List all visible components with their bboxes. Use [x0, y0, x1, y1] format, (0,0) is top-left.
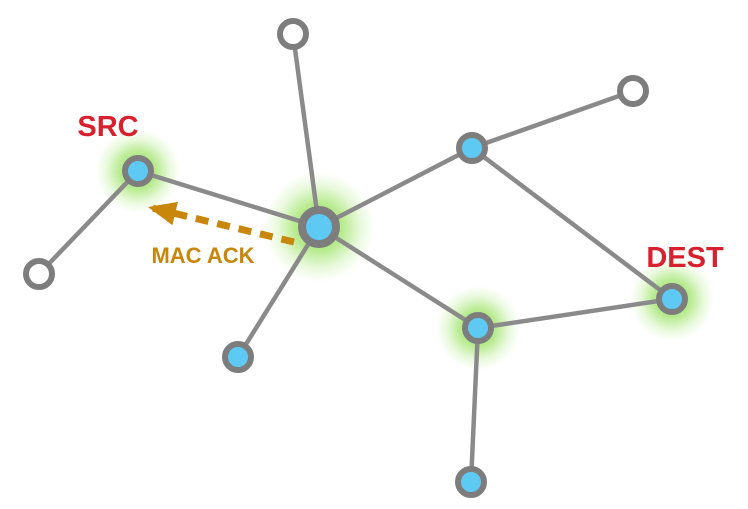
edge-src-west	[36, 168, 141, 277]
node-dest	[656, 283, 688, 315]
edge-hub-src	[135, 168, 322, 230]
edge-north-hub	[290, 31, 322, 230]
edge-northeast-far-northeast	[469, 88, 636, 151]
src-label: SRC	[77, 111, 138, 143]
node-northeast	[456, 132, 488, 164]
node-src	[122, 155, 154, 187]
mac-ack-label: MAC ACK	[151, 243, 254, 268]
edge-hub-southwest	[235, 224, 322, 360]
node-hub	[298, 206, 340, 248]
edge-hub-relay	[316, 224, 481, 331]
node-relay	[462, 312, 494, 344]
node-south	[455, 466, 487, 498]
node-far-northeast	[617, 75, 649, 107]
node-west	[23, 258, 55, 290]
mac-ack-arrow	[147, 201, 295, 246]
node-north	[277, 18, 309, 50]
edge-relay-south	[468, 325, 481, 485]
node-southwest	[222, 341, 254, 373]
edge-relay-dest	[475, 296, 675, 331]
edge-hub-northeast	[316, 145, 475, 230]
edge-northeast-dest	[469, 145, 675, 302]
dest-label: DEST	[646, 242, 724, 274]
